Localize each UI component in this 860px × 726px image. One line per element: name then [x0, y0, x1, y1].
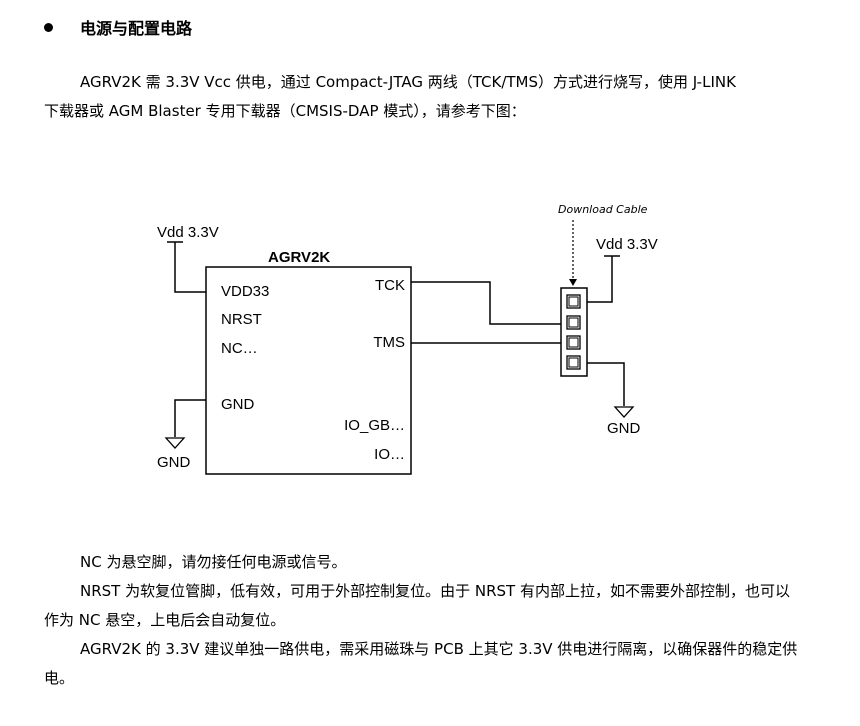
pin-io: IO…	[374, 446, 405, 463]
vdd-left-label: Vdd 3.3V	[157, 224, 219, 241]
gnd-left-label: GND	[157, 454, 191, 471]
intro-line-2: 下载器或 AGM Blaster 专用下载器（CMSIS-DAP 模式），请参考…	[44, 102, 526, 120]
intro-paragraph: AGRV2K 需 3.3V Vcc 供电，通过 Compact-JTAG 两线（…	[44, 68, 804, 126]
pin-vdd33: VDD33	[221, 283, 269, 300]
chip-body	[205, 266, 412, 475]
pin-nrst: NRST	[221, 311, 262, 328]
gnd-left-wire	[174, 399, 206, 437]
note-nc: NC 为悬空脚，请勿接任何电源或信号。	[80, 553, 347, 571]
config-circuit-diagram: AGRV2K VDD33 NRST NC… GND TCK TMS IO_GB……	[157, 203, 658, 475]
download-cable-label: Download Cable	[558, 203, 648, 216]
connector-pin-4	[566, 355, 581, 370]
pin-io-gb: IO_GB…	[344, 417, 405, 434]
connector-pin-1-inner	[568, 296, 579, 307]
connector-pin-3	[566, 335, 581, 350]
gnd-right-wire	[587, 362, 625, 406]
vdd-right-label: Vdd 3.3V	[596, 236, 658, 253]
pin-tms: TMS	[373, 334, 405, 351]
cable-arrow-head-icon	[569, 279, 577, 286]
intro-line-1: AGRV2K 需 3.3V Vcc 供电，通过 Compact-JTAG 两线（…	[80, 73, 736, 91]
connector-pin-2-inner	[568, 317, 579, 328]
bullet-dot-icon	[44, 22, 53, 32]
gnd-right-label: GND	[607, 420, 641, 437]
gnd-right-icon	[613, 406, 635, 418]
connector-pin-2	[566, 315, 581, 330]
pin-tck: TCK	[375, 277, 405, 294]
chip-name: AGRV2K	[268, 249, 330, 266]
pin-gnd: GND	[221, 396, 255, 413]
note-nrst: NRST 为软复位管脚，低有效，可用于外部控制复位。由于 NRST 有内部上拉，…	[44, 582, 790, 629]
section-title: 电源与配置电路	[80, 19, 193, 38]
tck-wire	[411, 281, 561, 325]
note-power: AGRV2K 的 3.3V 建议单独一路供电，需采用磁珠与 PCB 上其它 3.…	[44, 640, 798, 687]
gnd-left-icon	[164, 437, 186, 449]
connector-pin-3-inner	[568, 337, 579, 348]
connector-pin-1	[566, 294, 581, 309]
connector-pin-4-inner	[568, 357, 579, 368]
pin-nc: NC…	[221, 340, 258, 357]
vdd-left-wire	[174, 242, 206, 293]
section-heading: 电源与配置电路	[44, 14, 192, 40]
notes-section: NC 为悬空脚，请勿接任何电源或信号。 NRST 为软复位管脚，低有效，可用于外…	[44, 548, 804, 693]
vdd-right-wire	[587, 256, 613, 303]
